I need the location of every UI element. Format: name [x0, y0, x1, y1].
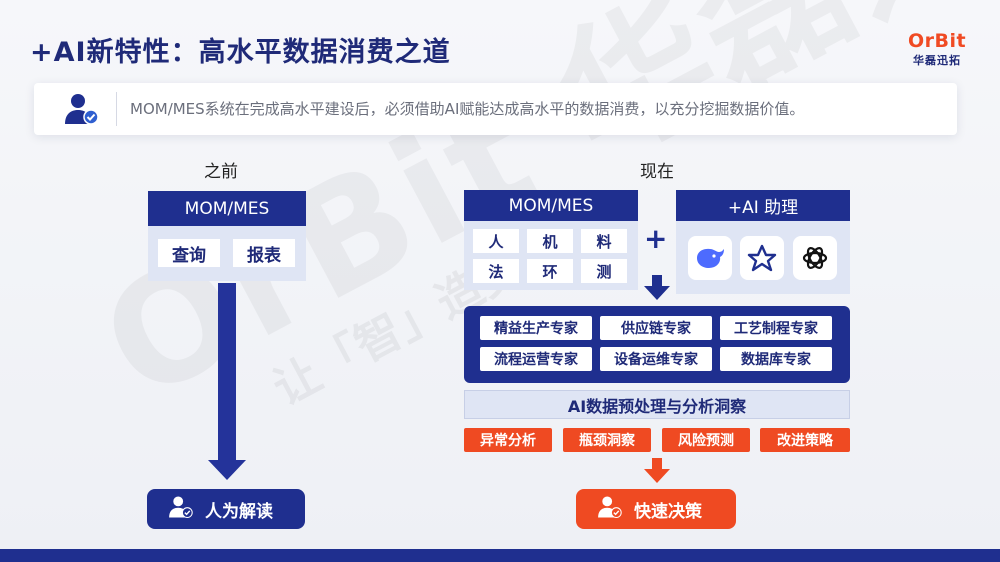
down-arrow-shaft: [218, 283, 236, 463]
quick-decision-result: 快速决策: [576, 489, 736, 529]
factor-chip-environment: 环: [527, 259, 573, 283]
plus-sign: +: [644, 222, 668, 255]
page-title: +AI新特性：高水平数据消费之道: [30, 37, 451, 68]
insight-bottleneck: 瓶颈洞察: [563, 428, 651, 452]
footer-bar: [0, 549, 1000, 562]
before-system-title: MOM/MES: [148, 191, 306, 226]
down-arrow-to-experts: [644, 275, 670, 305]
expert-chip-process: 工艺制程专家: [720, 316, 832, 340]
insight-improvement-strategy: 改进策略: [760, 428, 850, 452]
expert-chip-equipment: 设备运维专家: [600, 347, 712, 371]
brand-logo: OrBit 华磊迅拓: [902, 30, 972, 68]
logo-wordmark: OrBit: [907, 30, 967, 52]
openai-knot-icon: [793, 236, 837, 280]
expert-chip-operations: 流程运营专家: [480, 347, 592, 371]
ai-preprocess-analysis-bar: AI数据预处理与分析洞察: [464, 390, 850, 419]
down-arrow-head: [208, 460, 246, 484]
insight-anomaly-analysis: 异常分析: [464, 428, 552, 452]
report-chip: 报表: [233, 239, 295, 267]
user-check-icon: [167, 494, 195, 525]
user-check-icon: [62, 92, 102, 126]
outcome-label: 人为解读: [205, 501, 273, 522]
insight-risk-prediction: 风险预测: [662, 428, 750, 452]
factor-chip-material: 料: [581, 229, 627, 253]
intro-banner: [34, 83, 957, 135]
expert-chip-supply-chain: 供应链专家: [600, 316, 712, 340]
manual-interpretation-result: 人为解读: [147, 489, 305, 529]
user-check-icon: [596, 494, 624, 525]
banner-text: MOM/MES系统在完成高水平建设后，必须借助AI赋能达成高水平的数据消费，以充…: [130, 100, 805, 118]
factor-chip-method: 法: [473, 259, 519, 283]
factor-chip-people: 人: [473, 229, 519, 253]
kimi-star-icon: [740, 236, 784, 280]
section-label-now: 现在: [640, 162, 674, 182]
now-system-title: MOM/MES: [464, 190, 638, 221]
down-arrow-to-decision: [644, 458, 670, 488]
logo-chinese-name: 华磊迅拓: [913, 54, 961, 67]
outcome-label: 快速决策: [634, 501, 702, 522]
deepseek-whale-icon: [688, 236, 732, 280]
banner-divider: [116, 92, 117, 126]
expert-chip-database: 数据库专家: [720, 347, 832, 371]
factor-chip-machine: 机: [527, 229, 573, 253]
ai-assistant-title: +AI 助理: [676, 190, 850, 221]
factor-chip-measurement: 测: [581, 259, 627, 283]
section-label-before: 之前: [204, 162, 238, 182]
expert-chip-lean: 精益生产专家: [480, 316, 592, 340]
query-chip: 查询: [158, 239, 220, 267]
